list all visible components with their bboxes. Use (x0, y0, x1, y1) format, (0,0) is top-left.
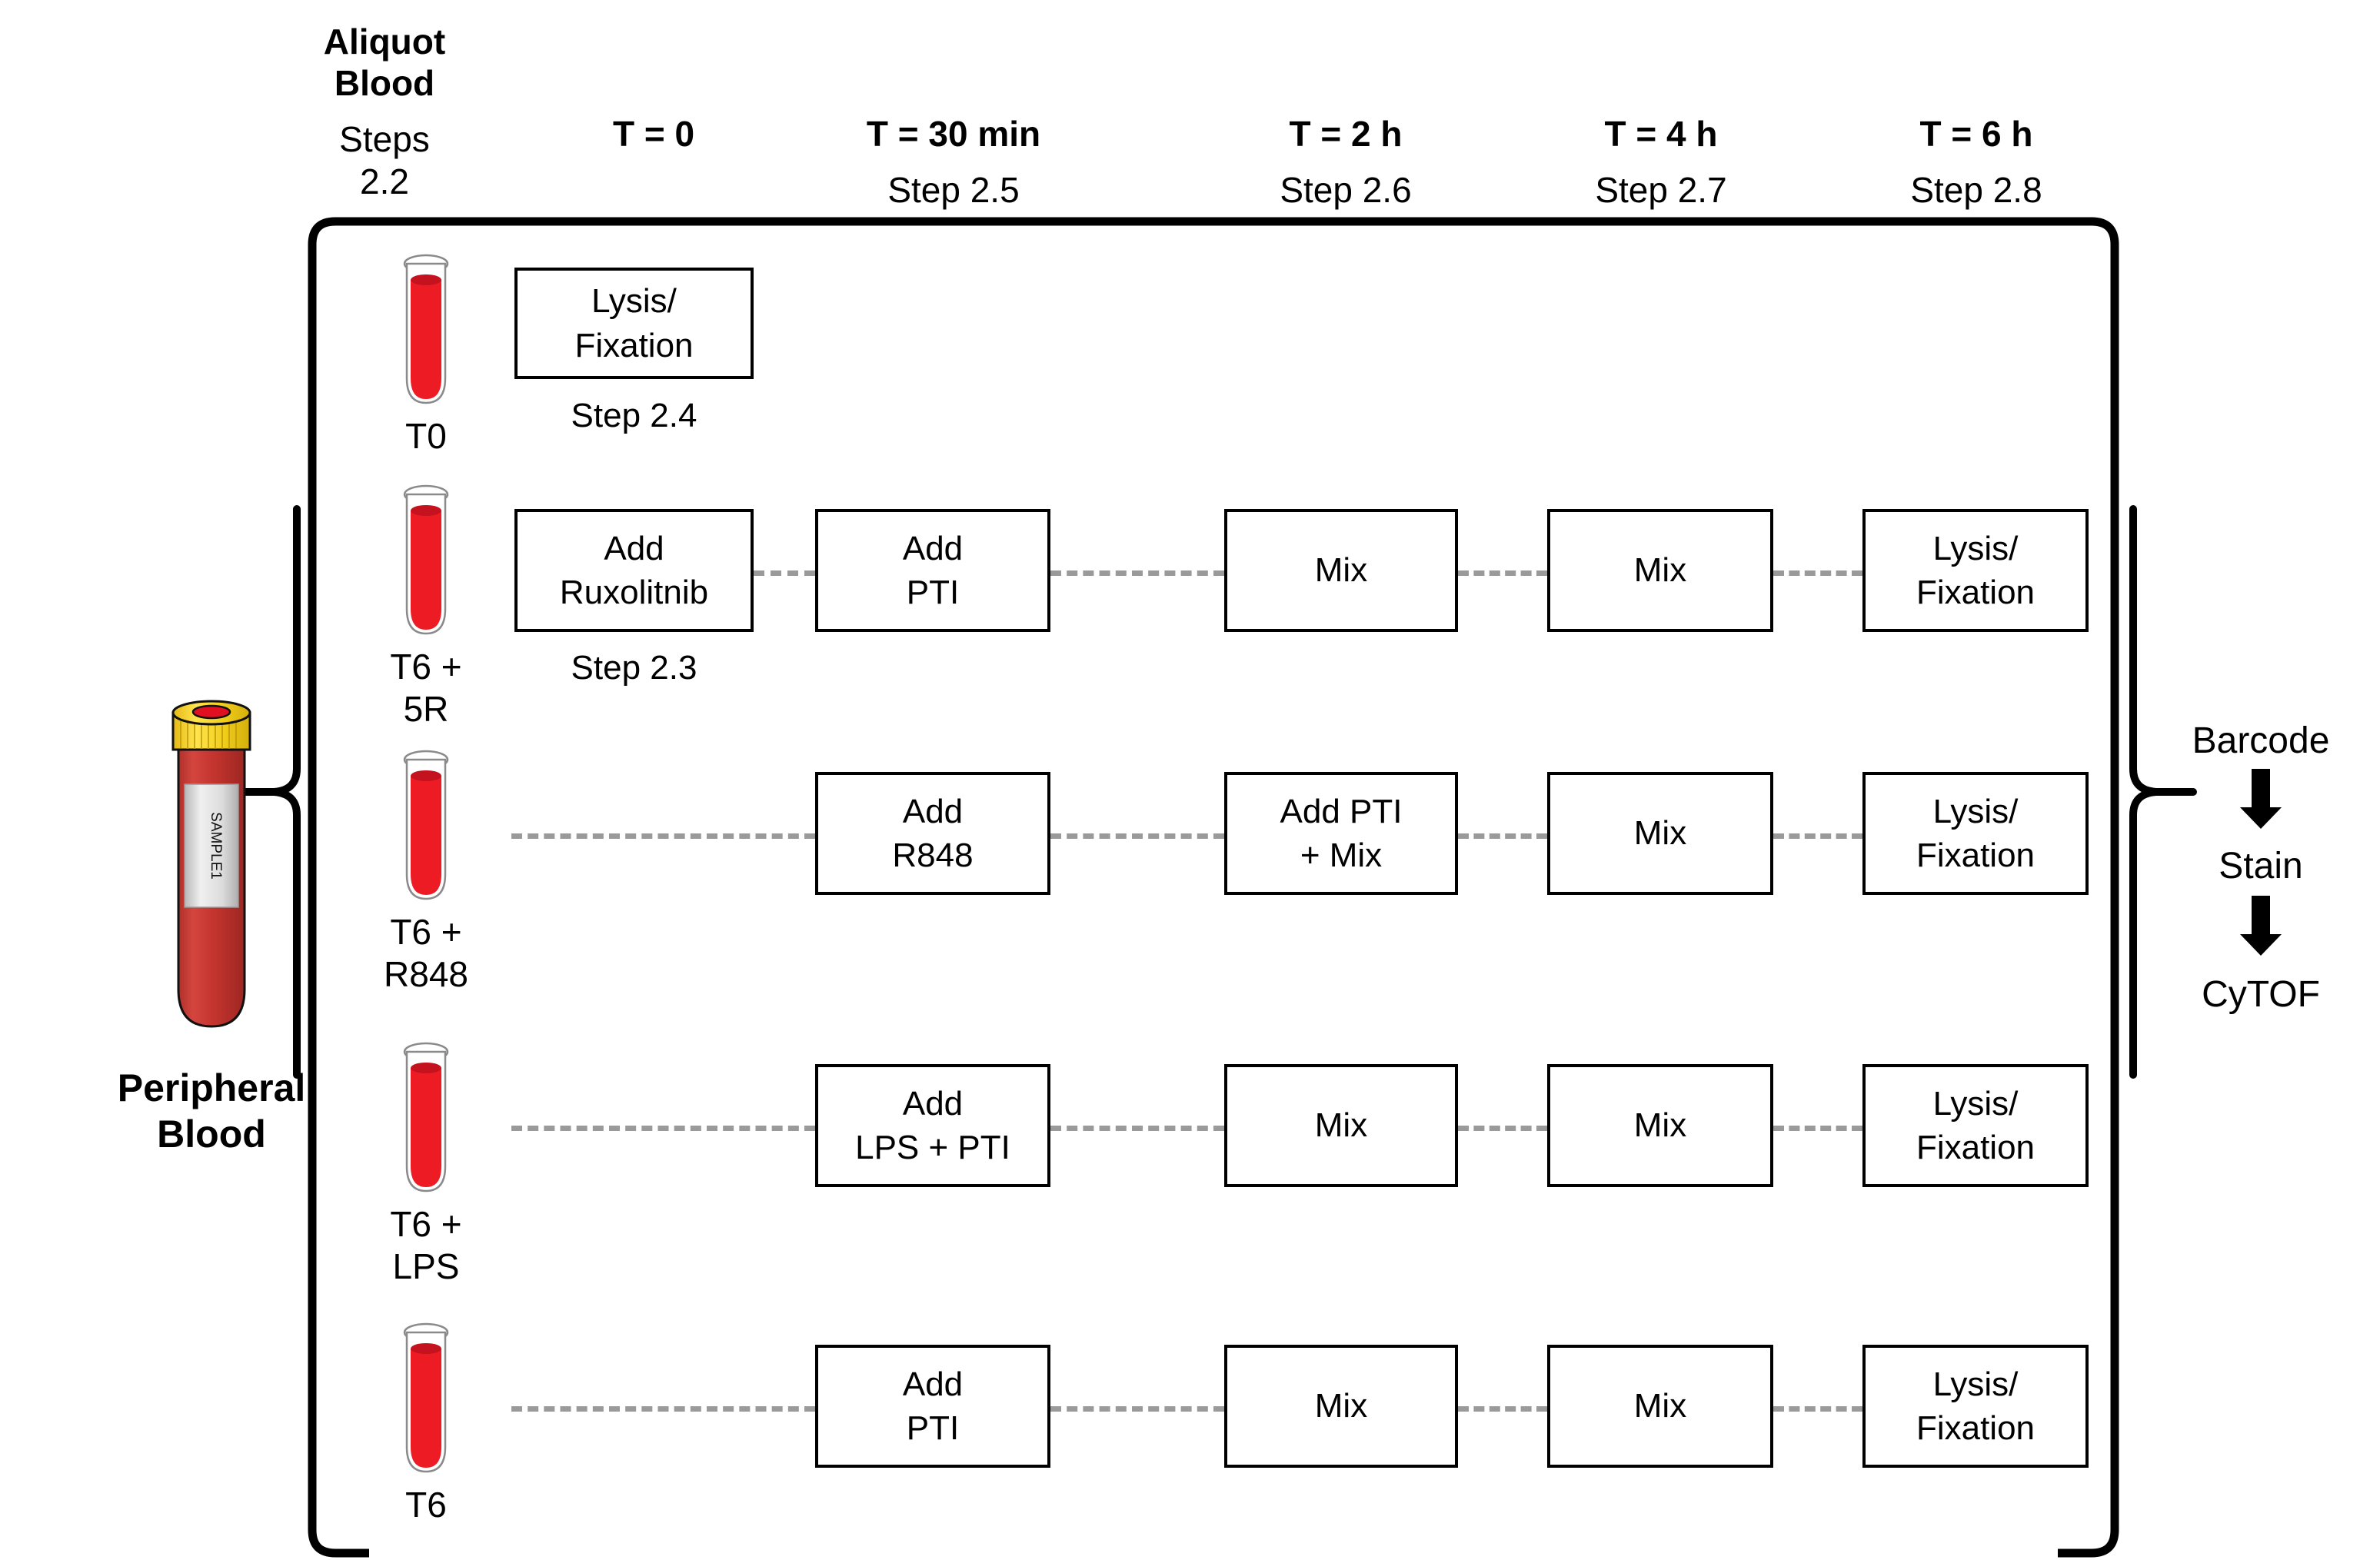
connector-r2-c3 (1458, 570, 1547, 576)
sample-tube-t0 (403, 254, 449, 404)
connector-r3-c0 (511, 833, 815, 839)
sample-tube-label-t6-r848: T6 + R848 (384, 912, 468, 995)
connector-r2-c4 (1773, 570, 1862, 576)
process-box-t30-add-pti[interactable]: Add PTI (815, 1345, 1050, 1468)
process-box-t4h-mix[interactable]: Mix (1547, 509, 1773, 632)
column-header-step: Step 2.7 (1595, 170, 1727, 211)
connector-r4-c3 (1773, 1126, 1862, 1131)
sample-label-text: SAMPLE1 (208, 812, 224, 880)
output-step-barcode: Barcode (2192, 720, 2330, 761)
process-box-caption-step-2-3: Step 2.3 (571, 649, 697, 687)
sample-tube-t6-lps (403, 1042, 449, 1192)
peripheral-blood-label: Peripheral Blood (117, 1066, 306, 1156)
sample-tube-label-t6: T6 (405, 1485, 447, 1525)
connector-r4-c2 (1458, 1126, 1547, 1131)
connector-r5-c2 (1458, 1406, 1547, 1412)
process-box-t2h-mix[interactable]: Mix (1224, 1064, 1458, 1187)
process-box-t4h-mix[interactable]: Mix (1547, 1345, 1773, 1468)
process-box-t6h-lysis-fixation[interactable]: Lysis/ Fixation (1862, 772, 2089, 895)
column-header-title: T = 4 h (1604, 113, 1718, 154)
process-box-t6h-lysis-fixation[interactable]: Lysis/ Fixation (1862, 1345, 2089, 1468)
connector-r5-c1 (1050, 1406, 1224, 1412)
connector-r5-c3 (1773, 1406, 1862, 1412)
column-header-step: Step 2.8 (1910, 170, 2042, 211)
column-header-t6h: T = 6 h Step 2.8 (1838, 98, 2115, 225)
column-header-t30: T = 30 min Step 2.5 (800, 98, 1107, 225)
peripheral-blood-tube: SAMPLE1 (171, 700, 251, 1028)
process-box-t0-add-ruxolitnib[interactable]: Add Ruxolitnib (514, 509, 754, 632)
output-step-stain: Stain (2219, 846, 2303, 886)
column-header-title: T = 0 (612, 113, 695, 154)
column-header-title: Aliquot Blood (323, 21, 446, 104)
process-box-t30-add-pti[interactable]: Add PTI (815, 509, 1050, 632)
sample-tube-label-t6-lps: T6 + LPS (390, 1204, 462, 1287)
column-header-step: Step 2.5 (887, 170, 1020, 211)
column-header-t0: T = 0 (531, 98, 777, 184)
process-box-t6h-lysis-fixation[interactable]: Lysis/ Fixation (1862, 1064, 2089, 1187)
process-box-t2h-mix[interactable]: Mix (1224, 509, 1458, 632)
down-arrow-icon (2240, 769, 2282, 829)
column-header-aliquot: Aliquot Blood Steps 2.2 (269, 6, 500, 217)
column-header-step: Step 2.6 (1280, 170, 1412, 211)
down-arrow-icon (2240, 896, 2282, 956)
sample-tube-label-t6-5r: T6 + 5R (390, 647, 462, 730)
connector-r3-c3 (1773, 833, 1862, 839)
sample-tube-t6-r848 (403, 750, 449, 900)
output-step-cytof: CyTOF (2202, 974, 2320, 1015)
sample-tube-label-t0: T0 (405, 416, 447, 456)
connector-r4-c1 (1050, 1126, 1224, 1131)
process-box-t0-lysis-fixation[interactable]: Lysis/ Fixation (514, 268, 754, 379)
process-box-t30-add-lps-pti[interactable]: Add LPS + PTI (815, 1064, 1050, 1187)
process-box-t6h-lysis-fixation[interactable]: Lysis/ Fixation (1862, 509, 2089, 632)
connector-r3-c2 (1458, 833, 1547, 839)
connector-r2-c2 (1050, 570, 1224, 576)
connector-r3-c1 (1050, 833, 1224, 839)
process-box-t4h-mix[interactable]: Mix (1547, 772, 1773, 895)
column-header-t2h: T = 2 h Step 2.6 (1207, 98, 1484, 225)
process-box-t2h-mix[interactable]: Mix (1224, 1345, 1458, 1468)
column-header-title: T = 2 h (1289, 113, 1403, 154)
sample-tube-t6 (403, 1322, 449, 1473)
connector-r2-c1 (754, 570, 815, 576)
process-box-t2h-add-pti-mix[interactable]: Add PTI + Mix (1224, 772, 1458, 895)
column-header-t4h: T = 4 h Step 2.7 (1523, 98, 1799, 225)
column-header-title: T = 30 min (866, 113, 1041, 154)
column-header-title: T = 6 h (1919, 113, 2033, 154)
process-box-t30-add-r848[interactable]: Add R848 (815, 772, 1050, 895)
process-box-caption-step-2-4: Step 2.4 (571, 397, 697, 434)
connector-r4-c0 (511, 1126, 815, 1131)
connector-r5-c0 (511, 1406, 815, 1412)
sample-tube-t6-5r (403, 484, 449, 635)
column-header-step: Steps 2.2 (339, 119, 430, 201)
process-box-t4h-mix[interactable]: Mix (1547, 1064, 1773, 1187)
